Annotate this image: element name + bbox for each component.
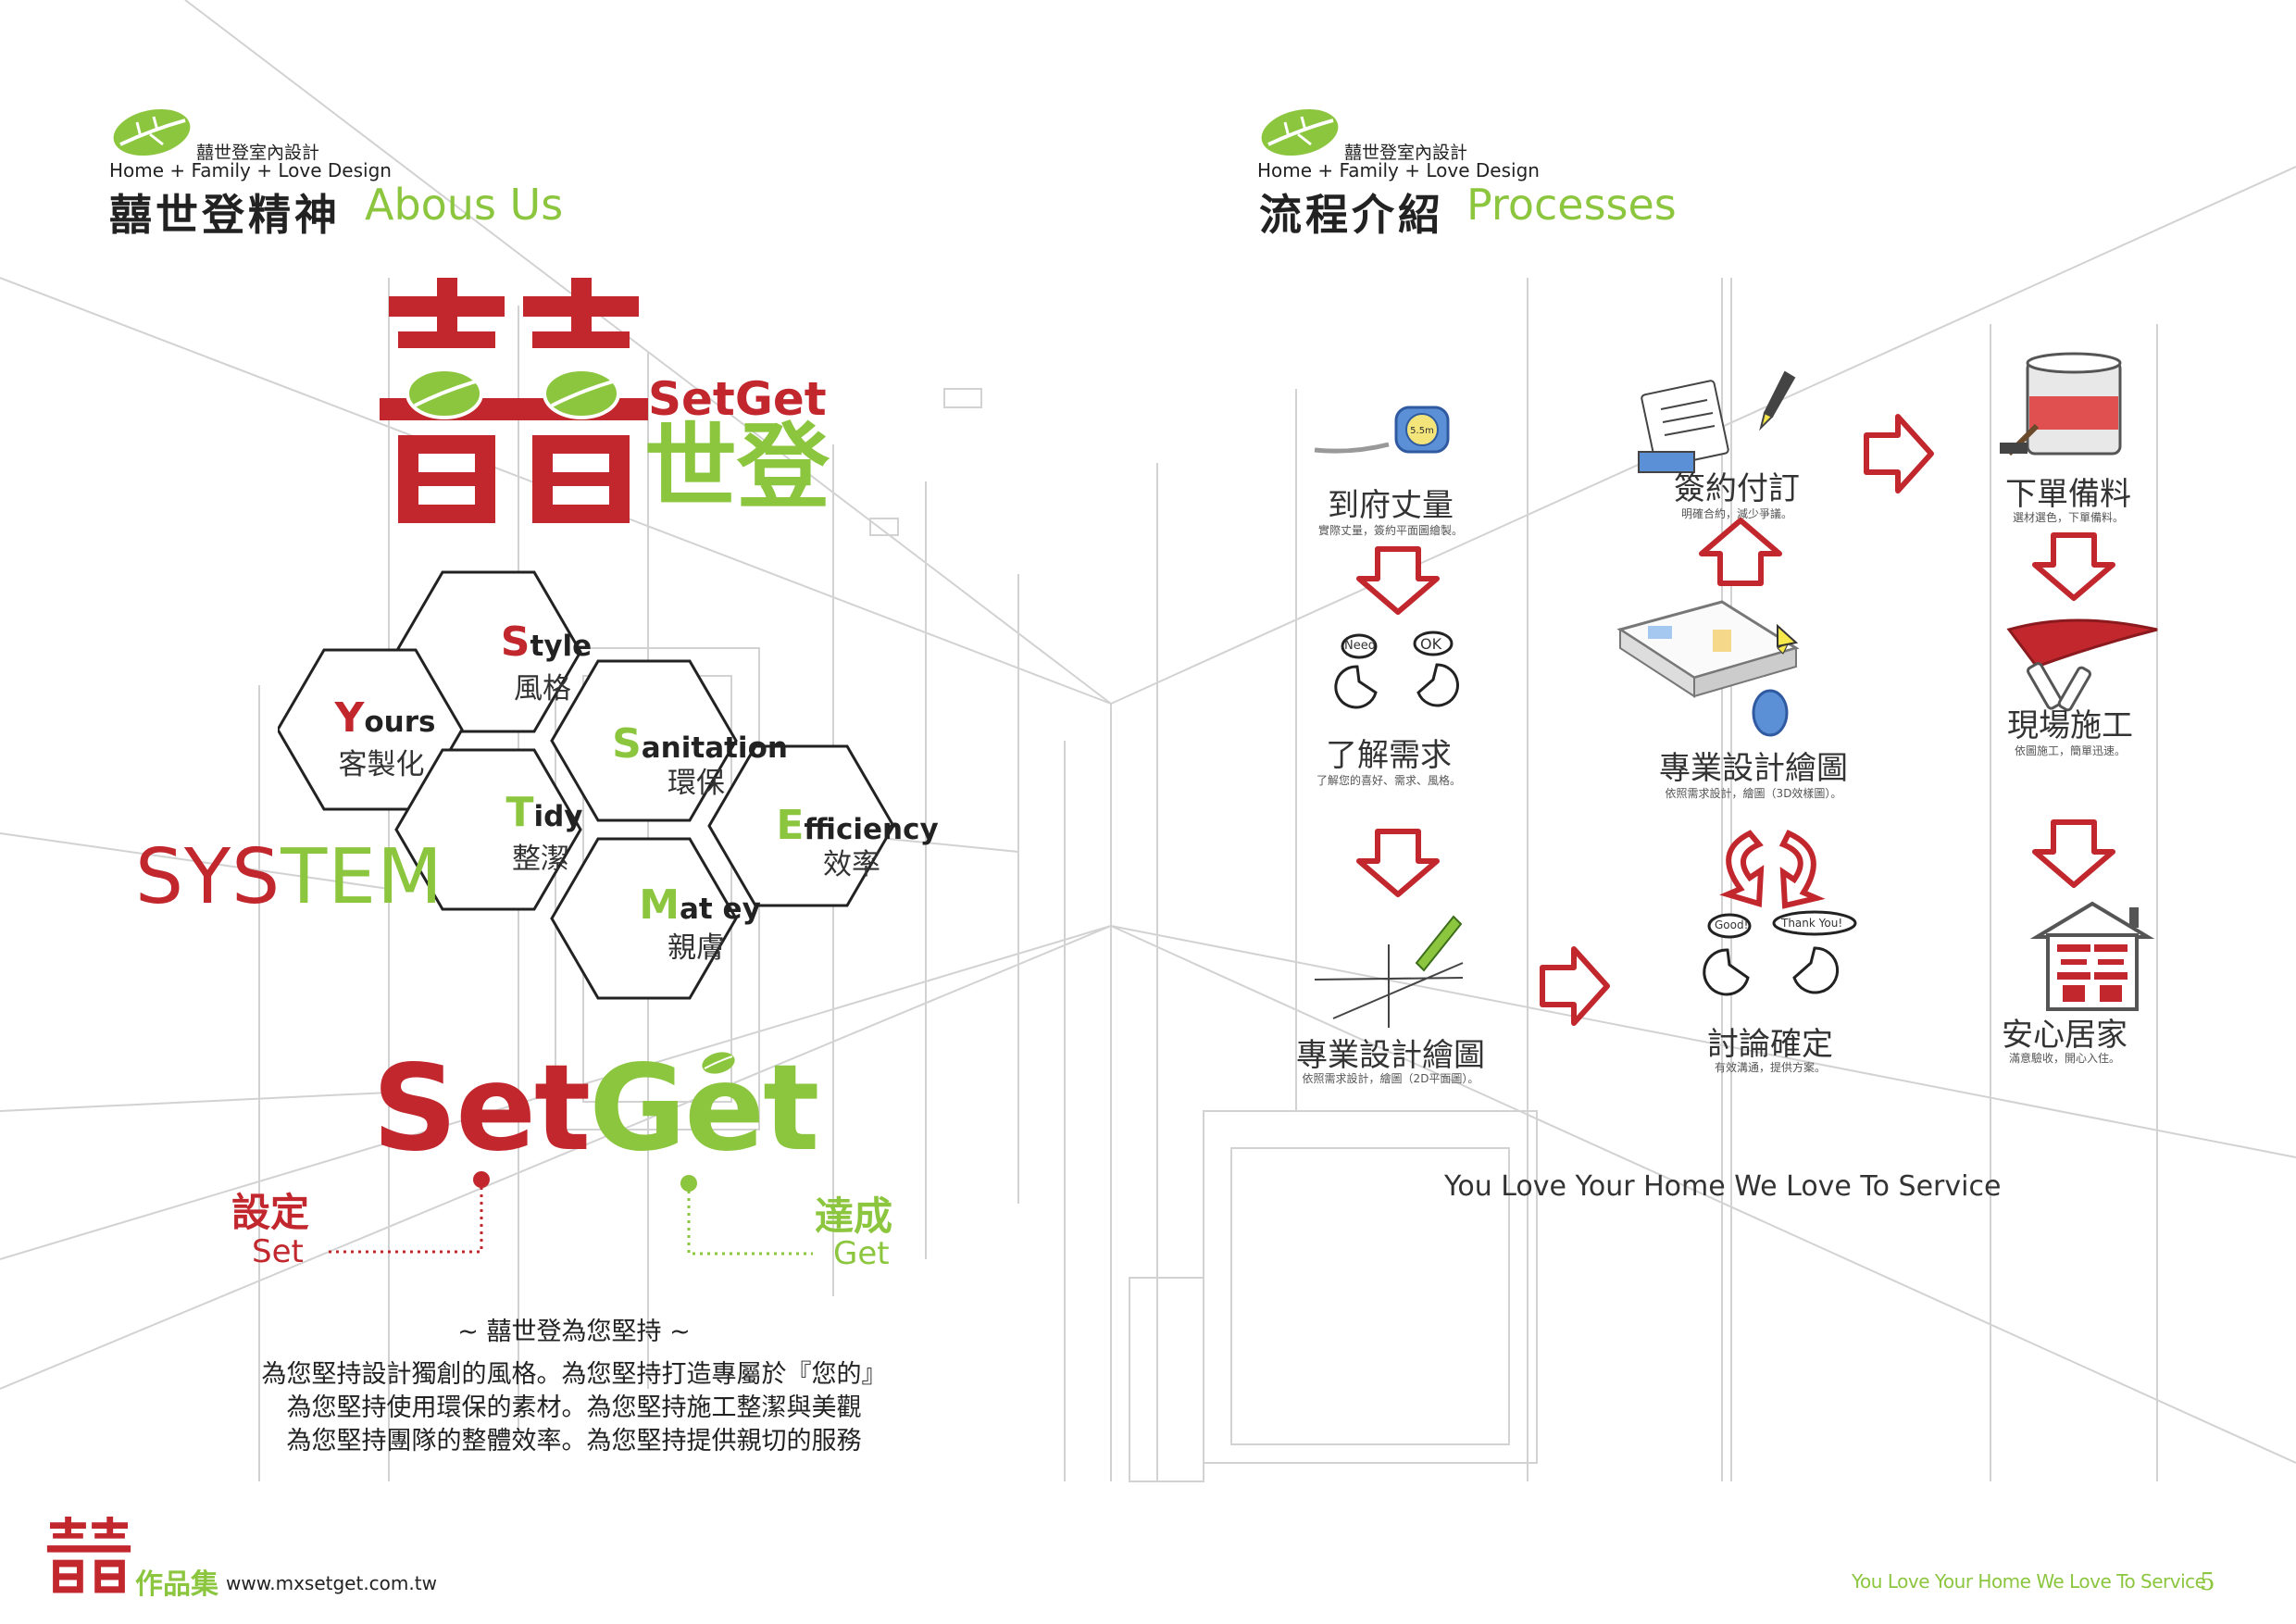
set-label-cn: 設定 (231, 1190, 310, 1235)
bubble-thanks: Thank You! (1781, 917, 1843, 930)
system-label-red: SYS (135, 833, 281, 921)
bubble-need: Need (1344, 639, 1376, 653)
step-design-2d-sub: 依照需求設計，繪圖（2D平面圖）。 (1302, 1072, 1479, 1085)
section-title-cn-left: 囍世登精神 (109, 190, 341, 240)
tape-measure-label: 5.5m (1410, 426, 1434, 436)
hex-sanitation-title: Sanitation (612, 720, 788, 768)
leaf-logo-icon (113, 108, 191, 156)
footer-website[interactable]: www.mxsetget.com.tw (226, 1572, 437, 1594)
step-construction-sub: 依圖施工，簡單迅速。 (2014, 744, 2127, 757)
intro-line-1: 為您堅持設計獨創的風格。為您堅持打造專屬於『您的』 (261, 1360, 887, 1389)
step-contract-sub: 明確合約，減少爭議。 (1680, 507, 1793, 520)
footer-logo-icon (46, 1517, 131, 1593)
footer-logo-text: 作品集 (135, 1568, 218, 1601)
hex-efficiency-title: Efficiency (776, 802, 939, 849)
hex-tidy (394, 748, 582, 911)
pacman-faces-icon-1 (1334, 631, 1459, 709)
section-title-cn-right: 流程介紹 (1259, 190, 1444, 240)
brand-cn-left: 囍世登室內設計 (196, 143, 320, 163)
hex-sanitation-cn: 環保 (668, 767, 725, 800)
step-discuss-sub: 有效溝通，提供方案。 (1714, 1061, 1827, 1074)
system-label: SYSTEM (135, 833, 443, 921)
step-home-label: 安心居家 (2002, 1017, 2128, 1054)
step-contract-label: 簽約付訂 (1674, 470, 1800, 507)
footer-slogan: You Love Your Home We Love To Service (1852, 1570, 2206, 1593)
hex-yours-title: Yours (334, 694, 436, 742)
set-label-en: Set (252, 1233, 304, 1270)
construction-tool-icon (2006, 618, 2158, 712)
step-measure-sub: 實際丈量，簽約平面圖繪製。 (1317, 524, 1464, 537)
service-slogan: You Love Your Home We Love To Service (1444, 1170, 2002, 1203)
step-design-2d-label: 專業設計繪圖 (1296, 1037, 1485, 1074)
get-label-en: Get (833, 1235, 890, 1272)
hex-style-title: Style (500, 618, 593, 666)
step-design-3d-label: 專業設計繪圖 (1659, 750, 1848, 787)
small-leaf-icon (702, 1052, 735, 1074)
section-title-en-left: Abous Us (365, 180, 564, 230)
hex-matey-title: Mat ey (639, 881, 761, 929)
pen-drawing-icon (1314, 915, 1464, 1028)
pacman-faces-icon-2 (1703, 910, 1857, 996)
logo-cn-text: 世登 (644, 413, 830, 521)
double-happiness-logo (380, 278, 648, 523)
get-label-cn: 達成 (815, 1193, 893, 1239)
hex-matey (550, 837, 738, 1000)
step-construction-label: 現場施工 (2007, 707, 2133, 744)
step-discuss-label: 討論確定 (1707, 1026, 1833, 1063)
hex-tidy-title: Tidy (505, 789, 583, 836)
step-needs-label: 了解需求 (1326, 737, 1452, 774)
contract-signing-icon (1638, 370, 1796, 473)
brand-cn-right: 囍世登室內設計 (1344, 143, 1468, 163)
step-home-sub: 滿意驗收，開心入住。 (2008, 1052, 2121, 1065)
hex-style-cn: 風格 (514, 672, 571, 706)
paint-bucket-icon (2000, 352, 2122, 456)
setget-wordmark: SetGet (372, 1040, 819, 1178)
section-title-en-right: Processes (1466, 180, 1677, 230)
process-flow-graphics: 5.5m (1314, 352, 2158, 1028)
step-design-3d-sub: 依照需求設計，繪圖（3D效樣圖）。 (1665, 787, 1842, 800)
logo-setget-text: SetGet (648, 372, 827, 426)
hex-yours-cn: 客製化 (338, 748, 425, 781)
step-order-label: 下單備料 (2005, 476, 2131, 513)
intro-line-3: 為您堅持團隊的整體效率。為您堅持提供親切的服務 (286, 1427, 862, 1455)
hex-efficiency (707, 744, 895, 907)
hex-efficiency-cn: 效率 (823, 848, 880, 881)
leader-lines (324, 1171, 813, 1255)
floor-plan-3d-icon (1616, 600, 1800, 737)
hex-matey-cn: 親膚 (668, 931, 725, 965)
hex-sanitation (550, 659, 738, 822)
cycle-arrows-icon (1719, 830, 1826, 909)
bubble-ok: OK (1420, 635, 1442, 653)
intro-line-2: 為您堅持使用環保的素材。為您堅持施工整潔與美觀 (286, 1393, 862, 1422)
intro-title: ~ 囍世登為您堅持 ~ (457, 1318, 691, 1346)
leaf-logo-icon-right (1261, 108, 1339, 156)
step-needs-sub: 了解您的喜好、需求、風格。 (1316, 774, 1462, 787)
brand-en-left: Home + Family + Love Design (109, 159, 392, 181)
step-measure-label: 到府丈量 (1328, 487, 1454, 524)
bubble-good: Good! (1715, 918, 1749, 931)
step-order-sub: 選材選色，下單備料。 (2012, 511, 2125, 524)
hexagon-grid (278, 570, 895, 1000)
hex-tidy-cn: 整潔 (512, 843, 569, 876)
brand-en-right: Home + Family + Love Design (1257, 159, 1540, 181)
tape-measure-icon (1314, 406, 1450, 454)
system-label-green: TEM (281, 833, 443, 921)
happy-home-icon (2029, 901, 2155, 1011)
page-number: 5 (2200, 1568, 2215, 1596)
